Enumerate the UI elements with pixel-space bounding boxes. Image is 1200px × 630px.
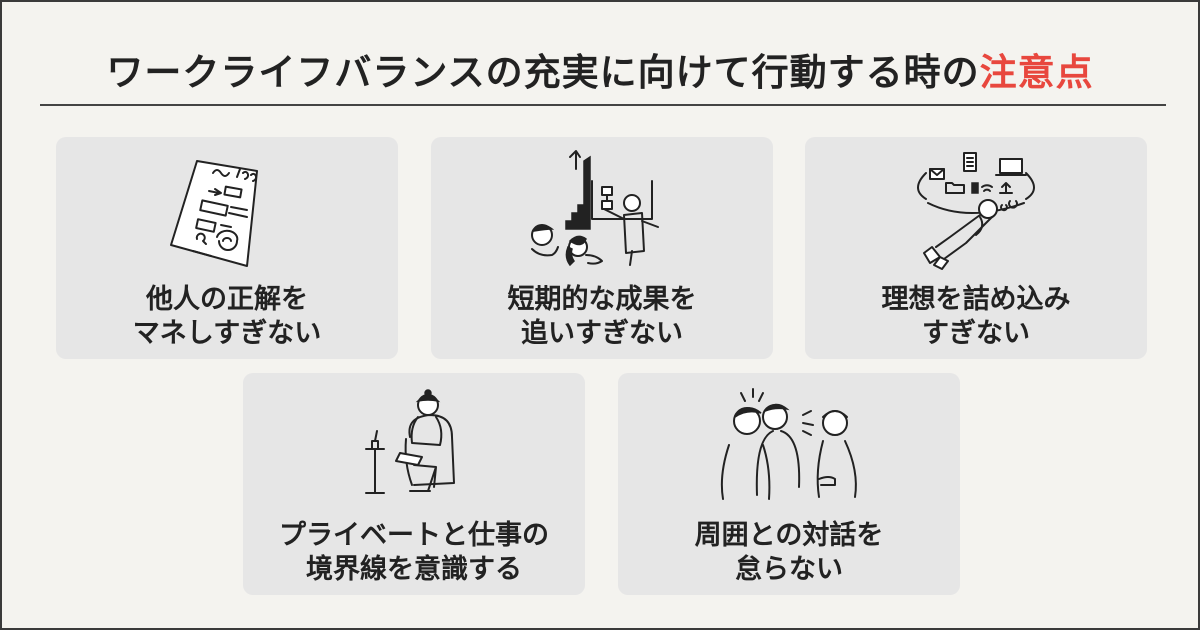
card-ideals: 理想を詰め込み すぎない: [805, 137, 1147, 359]
card-label: 短期的な成果を 追いすぎない: [431, 283, 773, 351]
growth-chart-presentation-icon: [531, 150, 659, 267]
page-title: ワークライフバランスの充実に向けて行動する時の注意点: [2, 42, 1198, 96]
page-title-main: ワークライフバランスの充実に向けて行動する時の: [106, 51, 980, 94]
copying-checklist-icon: [170, 160, 258, 267]
people-talking-icon: [720, 388, 857, 500]
card-label-line1: プライベートと仕事の: [279, 520, 549, 551]
card-label-line1: 周囲との対話を: [694, 520, 884, 551]
card-label-line1: 理想を詰め込み: [881, 284, 1071, 315]
card-short-term-results: 短期的な成果を 追いすぎない: [431, 137, 773, 359]
card-label: 周囲との対話を 怠らない: [618, 519, 960, 587]
person-laptop-chair-icon: [365, 389, 455, 494]
card-label-line2: 境界線を意識する: [306, 554, 522, 585]
title-divider: [40, 104, 1166, 106]
relaxing-person-thoughts-icon: [917, 152, 1035, 270]
card-copying: 他人の正解を マネしすぎない: [56, 137, 398, 359]
card-work-life-boundary: プライベートと仕事の 境界線を意識する: [243, 373, 585, 595]
card-label: 他人の正解を マネしすぎない: [56, 283, 398, 351]
page-title-accent: 注意点: [979, 51, 1094, 94]
card-label-line2: 追いすぎない: [521, 318, 683, 349]
card-label: 理想を詰め込み すぎない: [805, 283, 1147, 351]
card-label: プライベートと仕事の 境界線を意識する: [243, 519, 585, 587]
card-dialogue: 周囲との対話を 怠らない: [618, 373, 960, 595]
card-label-line2: すぎない: [922, 318, 1030, 349]
card-label-line1: 他人の正解を: [146, 284, 308, 315]
card-label-line2: 怠らない: [735, 554, 843, 585]
card-label-line1: 短期的な成果を: [507, 284, 697, 315]
card-label-line2: マネしすぎない: [132, 318, 322, 349]
